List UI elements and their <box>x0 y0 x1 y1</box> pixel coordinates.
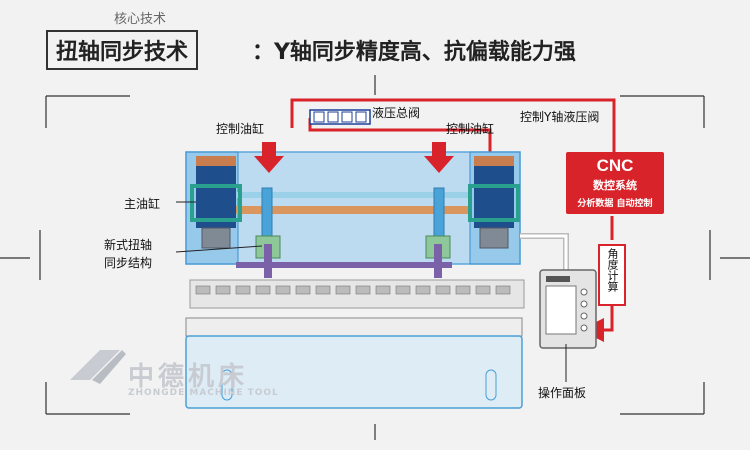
frame-marks <box>0 75 750 440</box>
right-cylinder-label: 控制油缸 <box>446 122 495 136</box>
left-down-arrow <box>254 142 284 173</box>
logo-mark-icon <box>70 350 126 384</box>
torsion-label-line1: 新式扭轴 <box>104 238 153 252</box>
cnc-box: CNC 数控系统 分析数据 自动控制 <box>566 152 664 214</box>
cross-bar <box>236 206 470 214</box>
angle-calc-label: 角度计算 <box>606 248 619 292</box>
left-main-cylinder <box>196 166 236 228</box>
cross-bar-blue <box>236 192 470 198</box>
watermark-name: 中德机床 <box>128 362 249 392</box>
torsion-label-line2: 同步结构 <box>104 256 153 270</box>
right-main-cylinder <box>474 166 514 228</box>
y-axis-valve-label: 控制Y轴液压阀 <box>520 110 600 124</box>
page-subtitle: ：Y轴同步精度高、抗偏载能力强 <box>252 40 576 65</box>
right-control-rod <box>433 187 445 237</box>
torsion-shaft-structure <box>236 235 452 278</box>
cnc-name: 数控系统 <box>593 179 637 192</box>
die-holder <box>185 317 523 337</box>
cnc-title: CNC <box>596 156 634 175</box>
cnc-functions: 分析数据 自动控制 <box>577 199 653 209</box>
right-down-arrow <box>424 142 454 173</box>
left-control-rod <box>261 187 273 237</box>
operation-panel-label: 操作面板 <box>538 386 587 400</box>
left-top-plate <box>196 156 236 166</box>
lower-table <box>185 335 523 409</box>
operation-panel-icon <box>539 269 597 349</box>
left-cylinder-label: 控制油缸 <box>216 122 265 136</box>
right-top-plate <box>474 156 514 166</box>
page-title: 扭轴同步技术 <box>56 40 189 65</box>
main-valve-label: 液压总阀 <box>372 106 421 120</box>
main-cylinder-label: 主油缸 <box>124 197 161 211</box>
watermark-sub: ZHONGDE MACHINE TOOL <box>128 388 279 398</box>
title-box: 扭轴同步技术 <box>46 30 199 70</box>
angle-calc-box: 角度计算 <box>598 244 626 306</box>
section-subtitle: 核心技术 <box>108 8 173 27</box>
main-valve-icon <box>309 109 371 125</box>
